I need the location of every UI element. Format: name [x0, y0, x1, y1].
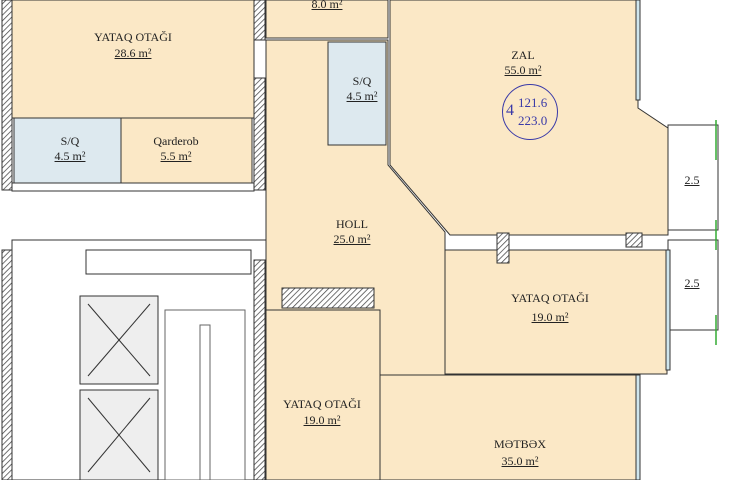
room-name: HOLL: [336, 217, 368, 231]
total-area: 223.0: [518, 113, 548, 128]
wall-column: [253, 259, 266, 480]
room-area: 4.5 m²: [54, 149, 86, 163]
shaft-strip: [281, 287, 375, 309]
wall-column: [253, 77, 266, 191]
wall-column: [1, 0, 13, 191]
vent-row: [85, 249, 252, 275]
balcony-area: 2.5: [684, 276, 700, 290]
room-name: YATAQ OTAĞI: [283, 397, 361, 411]
bedroom-right-floor: [444, 249, 668, 375]
room-name: S/Q: [352, 74, 372, 88]
kitchen-floor: [379, 374, 639, 480]
wall-column: [625, 232, 643, 248]
bedroom-bottom-floor: [265, 309, 381, 480]
room-area: 35.0 m²: [501, 454, 539, 468]
room-name: S/Q: [60, 134, 80, 148]
stairs: [164, 309, 246, 480]
room-area: 28.6 m²: [114, 46, 152, 60]
apartment-marker: 4 121.6 223.0: [502, 84, 558, 140]
bedroom-top-left-floor: [11, 0, 255, 119]
room-area: 55.0 m²: [504, 63, 542, 77]
room-name: Qarderob: [153, 134, 199, 148]
corridor-strip: [11, 182, 255, 192]
balcony-area: 2.5: [684, 173, 700, 187]
wall-column: [1, 249, 13, 480]
room-area: 19.0 m²: [303, 413, 341, 427]
room-name: MƏTBƏX: [493, 437, 547, 451]
room-area: 19.0 m²: [531, 310, 569, 324]
balcony-1: [667, 124, 719, 231]
wall-column: [496, 232, 510, 264]
apartment-number: 4: [506, 102, 514, 119]
bathroom-left-floor: [13, 117, 122, 184]
room-top-small-floor: [265, 0, 389, 39]
wall-column: [253, 0, 266, 41]
living-area: 121.6: [518, 95, 548, 110]
room-area: 5.5 m²: [160, 149, 192, 163]
room-name: YATAQ OTAĞI: [511, 291, 589, 305]
room-name: ZAL: [511, 48, 535, 62]
room-area: 25.0 m²: [333, 232, 371, 246]
room-area: 4.5 m²: [346, 89, 378, 103]
balcony-2: [667, 239, 719, 331]
room-name: YATAQ OTAĞI: [94, 30, 172, 44]
room-area: 8.0 m²: [311, 0, 343, 11]
bathroom-right-floor: [327, 41, 387, 146]
